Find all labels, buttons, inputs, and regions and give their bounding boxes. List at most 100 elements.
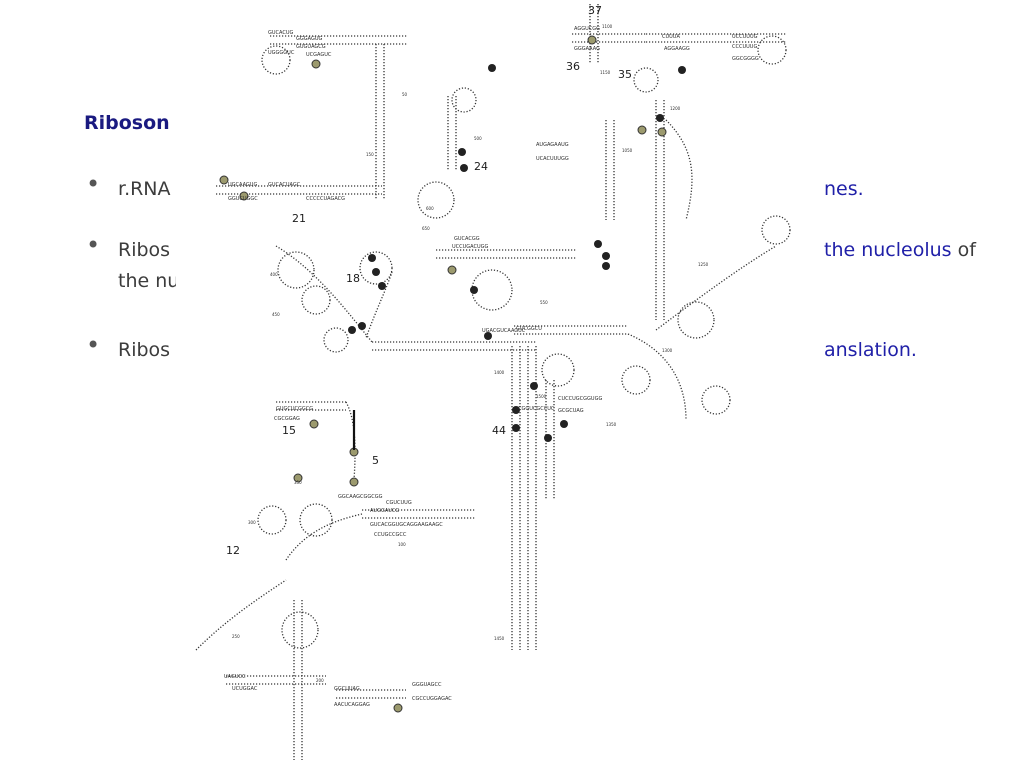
- helix-18-strand: [365, 271, 393, 339]
- position-number-label: 150: [366, 152, 374, 157]
- nucleotide-sequence-label: GGGAAAG: [574, 46, 600, 52]
- helix-35-strand: [572, 33, 646, 43]
- lower-left-loop: [299, 503, 333, 537]
- nucleotide-sequence-label: GUGUAGCG: [296, 44, 326, 50]
- nucleotide-sequence-label: GGCAAGCGGCGG: [338, 494, 383, 500]
- central-junction-strand: [372, 341, 536, 351]
- position-number-label: 550: [540, 300, 548, 305]
- helix-number-label: 18: [346, 272, 360, 285]
- nucleotide-sequence-label: UCGAGUC: [306, 52, 332, 58]
- bottom-loop: [281, 611, 319, 649]
- central-loop: [471, 269, 513, 311]
- right-loop: [761, 215, 791, 245]
- right-branch-strand: [655, 245, 777, 331]
- marker-dot: [656, 114, 664, 122]
- bullet-2-second-line: the nu: [118, 270, 180, 292]
- top-left-stem-strand: [375, 44, 385, 200]
- nucleotide-sequence-label: UCACUUUGG: [536, 156, 569, 162]
- bullet-1-right-text: nes.: [824, 178, 864, 200]
- bullet-dot-3: •: [86, 331, 101, 359]
- nucleotide-sequence-label: UCCUGACUGG: [452, 244, 489, 250]
- position-number-label: 100: [398, 542, 406, 547]
- highlight-ring: [393, 703, 403, 713]
- nucleotide-sequence-label: GUCACGG: [454, 236, 480, 242]
- helix-number-label: 37: [588, 4, 602, 17]
- helix-number-label: 15: [282, 424, 296, 437]
- helix-24-strand: [447, 96, 457, 170]
- position-number-label: 600: [426, 206, 434, 211]
- top-left-loop: [261, 45, 291, 75]
- lower-loop: [541, 353, 575, 387]
- nucleotide-sequence-label: GUGCUCGGCG: [276, 406, 313, 412]
- helix-number-label: 12: [226, 544, 240, 557]
- nucleotide-sequence-label: GGUCUGGC: [228, 196, 258, 202]
- upper-right-helix-strand: [646, 33, 786, 43]
- nucleotide-sequence-label: GGCGGGG: [732, 56, 759, 62]
- marker-dot: [512, 424, 520, 432]
- position-number-label: 250: [232, 634, 240, 639]
- highlight-ring: [293, 473, 303, 483]
- nucleotide-sequence-label: GGCUUAG: [334, 686, 360, 692]
- position-number-label: 400: [270, 272, 278, 277]
- right-junction-loop: [677, 301, 715, 339]
- highlight-ring: [349, 477, 359, 487]
- nucleotide-sequence-label: GGGAGUG: [296, 36, 322, 42]
- highlight-ring: [239, 191, 249, 201]
- position-number-label: 1050: [622, 148, 633, 153]
- marker-dot: [544, 434, 552, 442]
- marker-dot: [512, 406, 520, 414]
- nucleotide-sequence-label: GUCGGCU: [516, 326, 542, 332]
- junction-loop: [417, 181, 455, 219]
- position-number-label: 1500: [536, 394, 547, 399]
- position-number-label: 1150: [600, 70, 611, 75]
- nucleotide-sequence-label: GUCACUG: [268, 30, 294, 36]
- position-number-label: 1400: [494, 370, 505, 375]
- bullet-dot-1: •: [86, 170, 101, 198]
- nucleotide-sequence-label: CUCCUGCGGUGG: [558, 396, 602, 402]
- position-number-label: 1250: [698, 262, 709, 267]
- helix-tail-strand: [665, 119, 693, 221]
- highlight-ring: [309, 419, 319, 429]
- bullet-3-right-text: anslation.: [824, 339, 917, 361]
- marker-dot: [678, 66, 686, 74]
- nucleotide-sequence-label: CCUGCCGCC: [374, 532, 407, 538]
- helix-number-label: 24: [474, 160, 488, 173]
- left-loop-b: [301, 285, 331, 315]
- upper-right-end-loop: [757, 35, 787, 65]
- bullet-2-right-tail: of: [951, 239, 976, 261]
- helix-number-label: 5: [372, 454, 379, 467]
- nucleotide-sequence-label: CGUCUUG: [386, 500, 412, 506]
- position-number-label: 500: [474, 136, 482, 141]
- helix-12-strand: [285, 513, 363, 561]
- marker-dot: [488, 64, 496, 72]
- position-number-label: 650: [422, 226, 430, 231]
- bottom-stem-strand: [293, 600, 303, 760]
- top-left-helix-strand: [270, 35, 408, 45]
- marker-dot: [560, 420, 568, 428]
- nucleotide-sequence-label: UCUGGAC: [232, 686, 258, 692]
- bullet-2-left-text: Ribos: [118, 239, 171, 261]
- nucleotide-sequence-label: GCGCUAG: [558, 408, 584, 414]
- marker-dot: [460, 164, 468, 172]
- nucleotide-sequence-label: CUUUA: [662, 34, 680, 40]
- nucleotide-sequence-label: UAGUCC: [224, 674, 246, 680]
- left-loop-c: [323, 327, 349, 353]
- nucleotide-sequence-label: CCCUUUG: [732, 44, 757, 50]
- marker-dot: [368, 254, 376, 262]
- helix-12-loop: [257, 505, 287, 535]
- nucleotide-sequence-label: UGACGUCAAGUC: [482, 328, 526, 334]
- helix-number-label: 21: [292, 212, 306, 225]
- helix-number-label: 44: [492, 424, 506, 437]
- marker-dot: [348, 326, 356, 334]
- position-number-label: 350: [294, 480, 302, 485]
- marker-dot: [470, 286, 478, 294]
- highlight-ring: [447, 265, 457, 275]
- mid-helix-strand: [436, 249, 576, 259]
- highlight-ring: [587, 35, 597, 45]
- helix-18-loop: [359, 251, 393, 285]
- marker-dot: [372, 268, 380, 276]
- position-number-label: 450: [272, 312, 280, 317]
- nucleolus-link[interactable]: the nucleolus: [824, 239, 952, 261]
- helix-44-right-strand: [527, 346, 537, 650]
